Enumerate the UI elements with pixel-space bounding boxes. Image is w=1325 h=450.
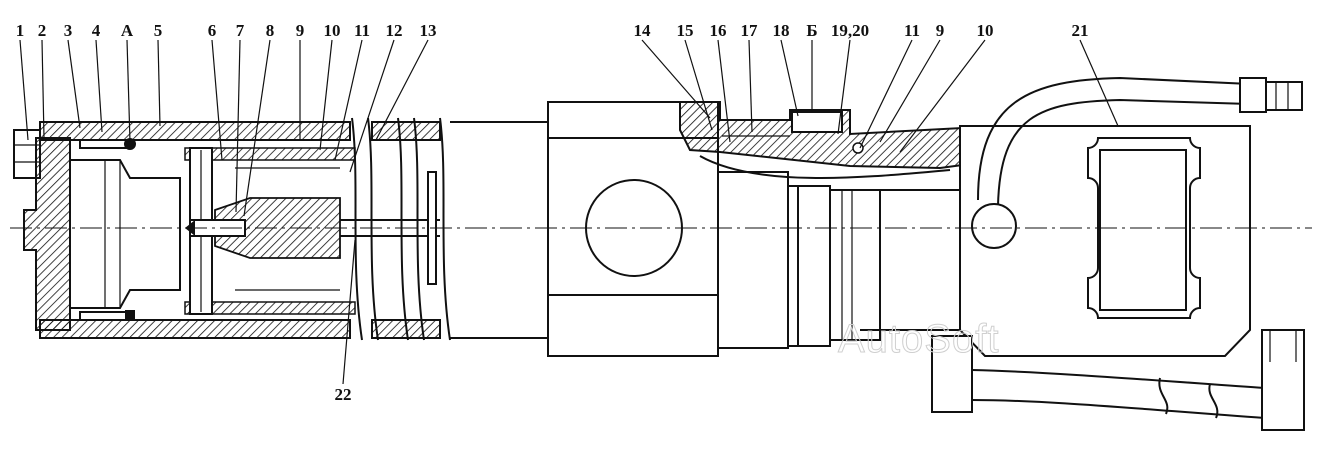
callout-label-top-24: 21: [1072, 21, 1089, 40]
leader-line-top-14: [641, 39, 711, 119]
leader-line-bottom-0: [342, 239, 356, 385]
leader-line-top-16: [717, 39, 731, 143]
callout-label-top-2: 3: [64, 21, 73, 40]
leader-line-top-4: [126, 39, 131, 143]
leader-line-top-10: [319, 39, 333, 151]
callout-label-top-16: 16: [710, 21, 727, 40]
leader-line-top-18: [780, 39, 799, 117]
leader-line-top-12: [349, 39, 395, 173]
callout-label-top-14: 14: [634, 21, 652, 40]
callout-label-top-9: 9: [296, 21, 305, 40]
callout-label-top-15: 15: [677, 21, 694, 40]
callout-label-top-23: 10: [977, 21, 994, 40]
leader-line-top-24: [1079, 39, 1119, 127]
callout-label-top-3: 4: [92, 21, 101, 40]
callout-label-top-8: 8: [266, 21, 275, 40]
callout-label-top-5: 5: [154, 21, 163, 40]
leader-line-top-8: [243, 39, 271, 217]
leader-line-top-17: [748, 39, 753, 133]
leader-line-top-3: [95, 39, 103, 133]
callout-label-top-20: 19,20: [831, 21, 869, 40]
leader-line-top-1: [41, 39, 45, 139]
callout-label-top-17: 17: [741, 21, 759, 40]
callout-label-top-19: Б: [806, 21, 817, 40]
callout-label-top-10: 10: [324, 21, 341, 40]
leader-line-top-22: [879, 39, 941, 143]
callout-label-top-21: 11: [904, 21, 920, 40]
callout-label-top-11: 11: [354, 21, 370, 40]
callout-label-top-12: 12: [386, 21, 403, 40]
leader-line-top-7: [235, 39, 241, 213]
leader-line-top-13: [375, 39, 429, 141]
leader-line-top-5: [157, 39, 161, 127]
leader-line-top-6: [211, 39, 223, 161]
leader-line-top-2: [67, 39, 81, 129]
watermark: AutoSoft: [838, 317, 999, 361]
cylinder-right-head: [931, 76, 1305, 431]
callout-label-bottom-0: 22: [335, 385, 352, 404]
callout-leaders: [19, 39, 1119, 385]
callout-label-top-6: 6: [208, 21, 217, 40]
callout-label-top-22: 9: [936, 21, 945, 40]
leader-line-top-15: [684, 39, 713, 131]
leader-line-top-23: [899, 39, 986, 153]
callout-label-top-13: 13: [420, 21, 437, 40]
callout-label-top-18: 18: [773, 21, 790, 40]
leader-line-top-20: [837, 39, 851, 135]
cylinder-left-section: [13, 117, 548, 341]
cylinder-middle-section: [547, 101, 1001, 357]
callout-label-top-7: 7: [236, 21, 245, 40]
callout-label-top-1: 2: [38, 21, 47, 40]
leader-line-top-21: [859, 39, 913, 149]
callout-label-top-4: А: [121, 21, 134, 40]
leader-line-top-0: [19, 39, 29, 141]
leader-line-top-11: [334, 39, 363, 161]
callout-label-top-0: 1: [16, 21, 25, 40]
